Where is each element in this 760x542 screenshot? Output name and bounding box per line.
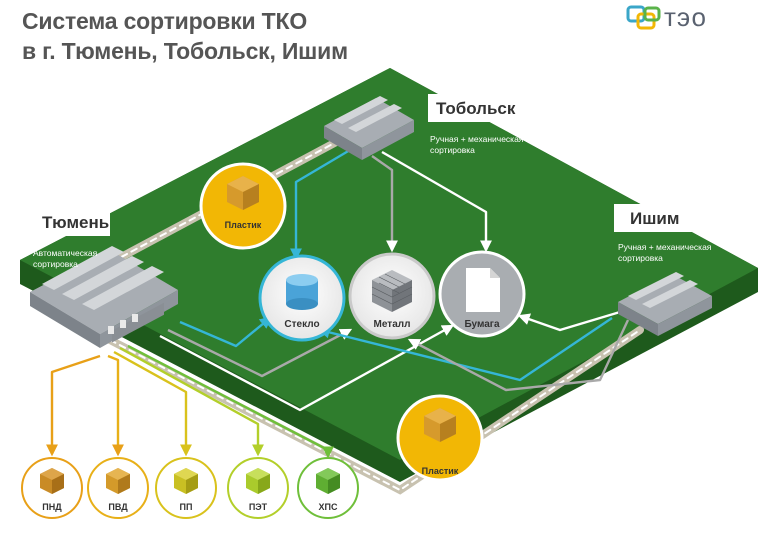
tobolsk-desc-1: Ручная + механическая bbox=[430, 134, 524, 144]
plastic-type-khps: ХПС bbox=[297, 457, 359, 519]
ishim-desc-2: сортировка bbox=[618, 253, 663, 263]
plastic-type-label: ПП bbox=[180, 502, 193, 512]
city-label-tobolsk: Тобольск Ручная + механическая сортировк… bbox=[428, 94, 524, 155]
plastic-top-label: Пластик bbox=[225, 220, 262, 230]
plastic-type-pp: ПП bbox=[155, 457, 217, 519]
tyumen-warehouse bbox=[30, 246, 178, 348]
plastic-bottom-label: Пластик bbox=[422, 466, 459, 476]
hexagon-cube-icon bbox=[246, 468, 270, 494]
tyumen-desc-2: сортировка bbox=[33, 259, 78, 269]
paper-label: Бумага bbox=[464, 319, 499, 330]
plastic-type-label: ПВД bbox=[108, 502, 128, 512]
plastic-type-pnd: ПНД bbox=[21, 457, 83, 519]
material-glass: Стекло bbox=[258, 254, 346, 342]
ishim-warehouse bbox=[618, 272, 712, 336]
title-line-1: Система сортировки ТКО bbox=[22, 8, 308, 34]
plastic-hub-bottom: Пластик bbox=[396, 394, 484, 482]
metal-label: Металл bbox=[374, 319, 411, 330]
plastic-type-label: ПЭТ bbox=[249, 502, 268, 512]
material-metal: Металл bbox=[348, 252, 436, 340]
metal-cube-icon bbox=[371, 270, 413, 312]
plastic-type-label: ПНД bbox=[42, 502, 62, 512]
ishim-name: Ишим bbox=[630, 209, 679, 228]
logo-text: тэо bbox=[664, 2, 707, 32]
material-paper: Бумага bbox=[438, 250, 526, 338]
hexagon-cube-icon bbox=[316, 468, 340, 494]
hexagon-cube-icon bbox=[424, 408, 456, 442]
city-label-ishim: Ишим Ручная + механическая сортировка bbox=[614, 204, 712, 263]
hexagon-cube-icon bbox=[174, 468, 198, 494]
ishim-desc-1: Ручная + механическая bbox=[618, 242, 712, 252]
plastic-sorting-label: Сортировка пластиков bbox=[364, 503, 490, 517]
hexagon-cube-icon bbox=[106, 468, 130, 494]
plastic-type-pvd: ПВД bbox=[87, 457, 149, 519]
glass-cylinder-icon bbox=[286, 274, 318, 310]
tyumen-desc-1: Автоматическая bbox=[33, 248, 98, 258]
flow-arrows bbox=[46, 148, 630, 459]
company-logo: тэо bbox=[626, 2, 746, 40]
glass-label: Стекло bbox=[284, 319, 319, 330]
tobolsk-desc-2: сортировка bbox=[430, 145, 475, 155]
plastic-type-pet: ПЭТ bbox=[227, 457, 289, 519]
paper-sheet-icon bbox=[466, 268, 500, 312]
hexagon-cube-icon bbox=[227, 176, 259, 210]
logo-mark-icon bbox=[626, 5, 661, 30]
city-label-tyumen: Тюмень Автоматическая сортировка bbox=[32, 208, 110, 269]
plastic-type-label: ХПС bbox=[319, 502, 338, 512]
tobolsk-warehouse bbox=[324, 96, 414, 160]
hexagon-cube-icon bbox=[40, 468, 64, 494]
page-title: Система сортировки ТКО в г. Тюмень, Тобо… bbox=[22, 6, 348, 66]
tobolsk-name: Тобольск bbox=[436, 99, 516, 118]
title-line-2: в г. Тюмень, Тобольск, Ишим bbox=[22, 38, 348, 64]
plastic-hub-top: Пластик bbox=[199, 162, 287, 250]
tyumen-name: Тюмень bbox=[42, 213, 109, 232]
